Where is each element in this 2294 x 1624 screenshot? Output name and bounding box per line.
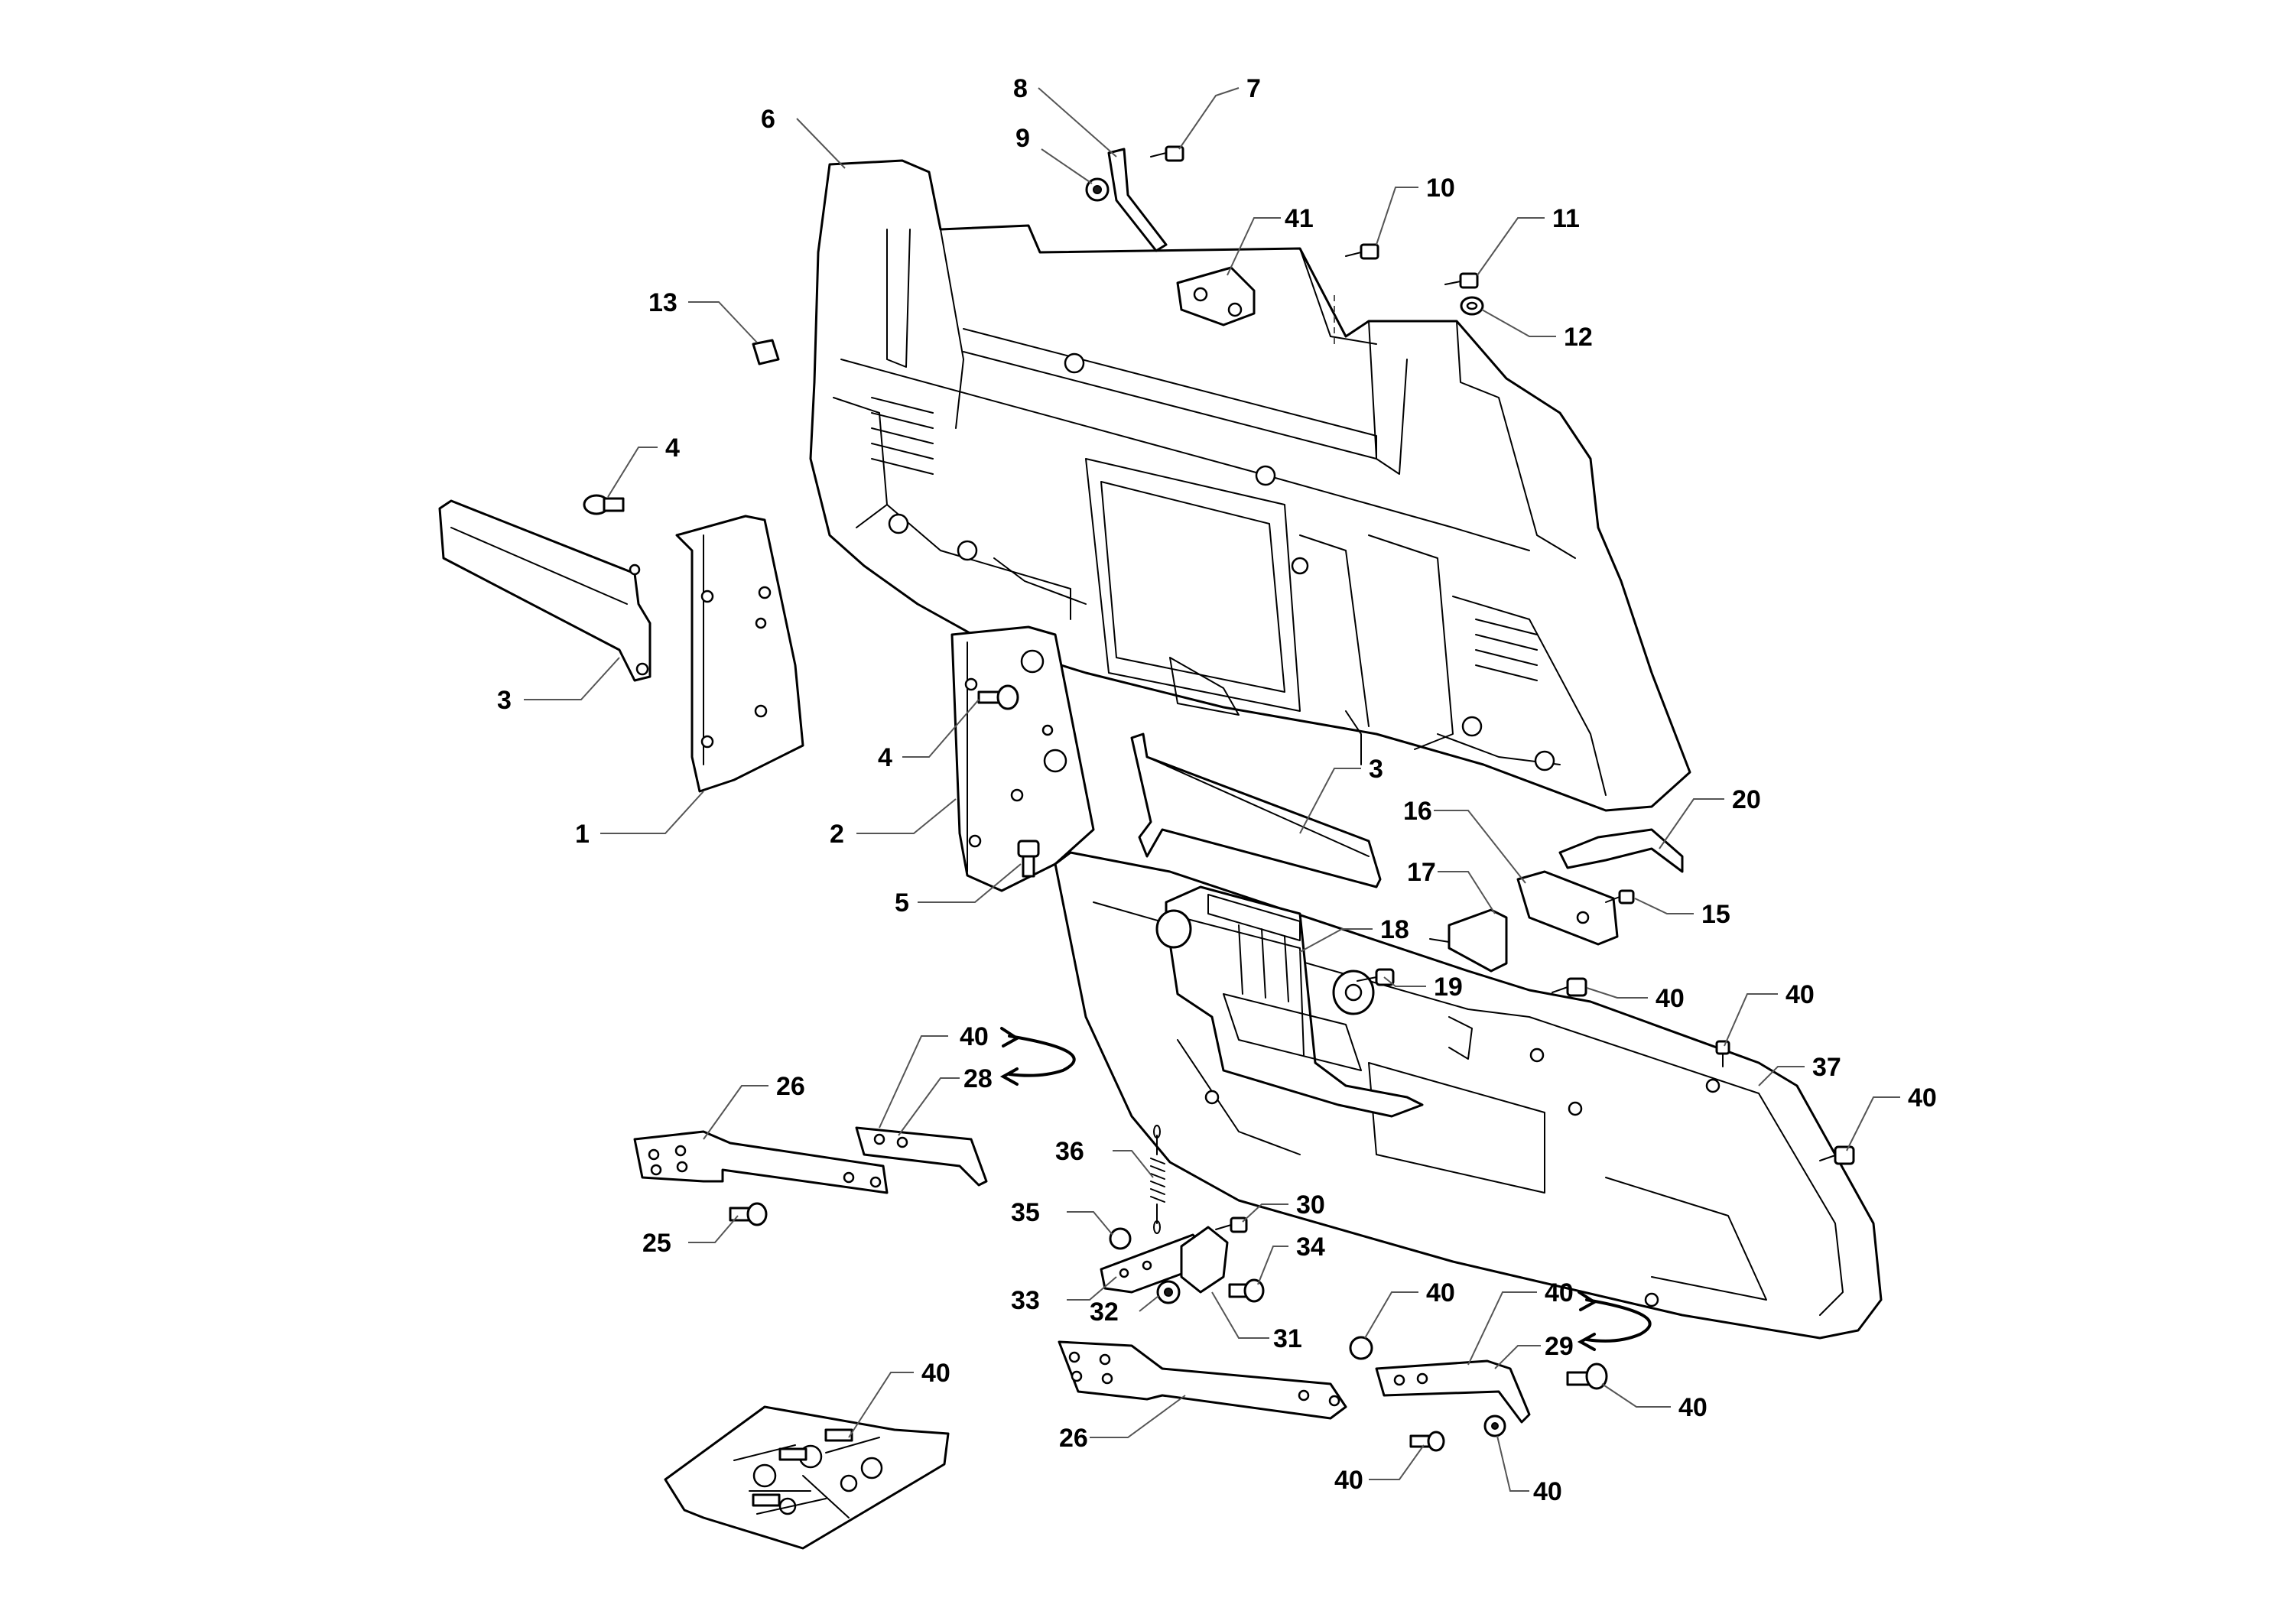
part-40-screw-panel-c <box>1819 1145 1855 1165</box>
part-36-spring <box>1150 1125 1165 1234</box>
part-34-screw <box>1228 1278 1265 1303</box>
callout-40-panel-b: 40 <box>1785 980 1815 1009</box>
part-3-bracket-right <box>1130 732 1382 888</box>
callout-9: 9 <box>1015 124 1030 153</box>
callout-13: 13 <box>648 288 677 317</box>
part-10-screw <box>1345 243 1379 260</box>
callout-26-lower: 26 <box>1059 1424 1088 1453</box>
callout-40-bolt: 40 <box>1678 1393 1708 1422</box>
callout-33: 33 <box>1011 1286 1040 1315</box>
part-32-nut <box>1156 1280 1181 1304</box>
part-40-screw-lower-c <box>1409 1431 1445 1452</box>
part-40-screw-panel-a <box>1552 977 1587 997</box>
callout-12: 12 <box>1564 323 1593 352</box>
callout-4-left: 4 <box>665 434 680 463</box>
callout-34: 34 <box>1296 1233 1325 1262</box>
part-35-nut <box>1109 1227 1132 1250</box>
part-15-screw <box>1605 889 1635 905</box>
callout-31: 31 <box>1273 1324 1302 1353</box>
callout-16: 16 <box>1403 797 1432 826</box>
part-13-clip <box>752 339 780 365</box>
part-6-rear-body <box>809 159 1691 812</box>
callout-15: 15 <box>1701 900 1730 929</box>
vent-grille-left <box>871 397 934 475</box>
part-41-bracket <box>1176 266 1256 326</box>
part-17-latch-piece <box>1429 908 1508 973</box>
callout-25: 25 <box>642 1229 671 1258</box>
callout-3-right: 3 <box>1369 755 1383 784</box>
part-7-screw <box>1150 145 1184 162</box>
part-31-arm <box>1180 1226 1229 1294</box>
part-4-bolt-center <box>977 684 1019 710</box>
rotation-arrow-left <box>1008 1034 1076 1077</box>
callout-35: 35 <box>1011 1198 1040 1227</box>
callout-32: 32 <box>1090 1298 1119 1327</box>
part-12-washer <box>1460 296 1484 316</box>
part-40-bolt-lower-b <box>1566 1363 1608 1390</box>
callout-7: 7 <box>1246 74 1261 103</box>
callout-8: 8 <box>1013 74 1028 103</box>
part-26-arm-lower <box>1058 1340 1347 1420</box>
leader-lines <box>524 87 1900 1492</box>
callout-40-nut: 40 <box>1426 1278 1455 1307</box>
callout-40-kit: 40 <box>921 1359 950 1388</box>
part-26-arm-left <box>633 1130 889 1194</box>
part-40-nut-lower-a <box>1349 1336 1373 1360</box>
callout-6: 6 <box>761 105 775 134</box>
callout-40-panel-a: 40 <box>1656 984 1685 1013</box>
callout-20: 20 <box>1732 785 1761 814</box>
callout-19: 19 <box>1434 973 1463 1002</box>
part-40-nut-lower-d <box>1483 1415 1506 1437</box>
part-5-bolt <box>1017 840 1040 878</box>
part-29-plate <box>1375 1359 1531 1424</box>
callout-37: 37 <box>1812 1053 1841 1082</box>
callout-29: 29 <box>1545 1332 1574 1361</box>
callout-labels: 6 8 7 9 41 10 11 12 13 4 3 1 2 4 5 3 16 … <box>497 74 1937 1506</box>
part-1-plate <box>675 515 804 793</box>
rotation-arrow-right <box>1585 1298 1652 1343</box>
part-11-screw <box>1444 272 1479 289</box>
callout-36: 36 <box>1055 1137 1084 1166</box>
callout-28: 28 <box>963 1064 993 1093</box>
callout-10: 10 <box>1426 174 1455 203</box>
part-40-hardware-kit-bag <box>664 1405 950 1550</box>
part-3-bracket-left <box>438 499 651 682</box>
part-30-screw <box>1215 1216 1248 1233</box>
callout-40-lower-nut: 40 <box>1533 1477 1562 1506</box>
callout-40-right: 40 <box>1545 1278 1574 1307</box>
part-16-catch <box>1516 870 1619 946</box>
part-28-plate <box>855 1126 988 1187</box>
part-8-strap <box>1107 148 1168 252</box>
callout-2: 2 <box>830 820 844 849</box>
callout-18: 18 <box>1380 915 1409 944</box>
callout-40-panel-c: 40 <box>1908 1083 1937 1112</box>
callout-5: 5 <box>895 888 909 918</box>
callout-4-center: 4 <box>878 743 892 772</box>
callout-26-left: 26 <box>776 1072 805 1101</box>
vent-grille-right <box>1475 619 1538 681</box>
part-4-bolt-left <box>583 494 625 515</box>
part-18-latch <box>1155 885 1424 1118</box>
callout-41: 41 <box>1285 204 1314 233</box>
callout-40-screw: 40 <box>1334 1466 1363 1495</box>
callout-40-left: 40 <box>960 1022 989 1051</box>
callout-3-left: 3 <box>497 686 512 715</box>
callout-11: 11 <box>1552 204 1580 233</box>
part-9-nut <box>1085 177 1110 202</box>
callout-17: 17 <box>1407 858 1436 887</box>
part-25-bolt <box>729 1202 768 1226</box>
part-20-lever <box>1558 828 1684 873</box>
callout-1: 1 <box>575 820 590 849</box>
callout-30: 30 <box>1296 1190 1325 1220</box>
part-40-screw-panel-b <box>1715 1040 1730 1067</box>
